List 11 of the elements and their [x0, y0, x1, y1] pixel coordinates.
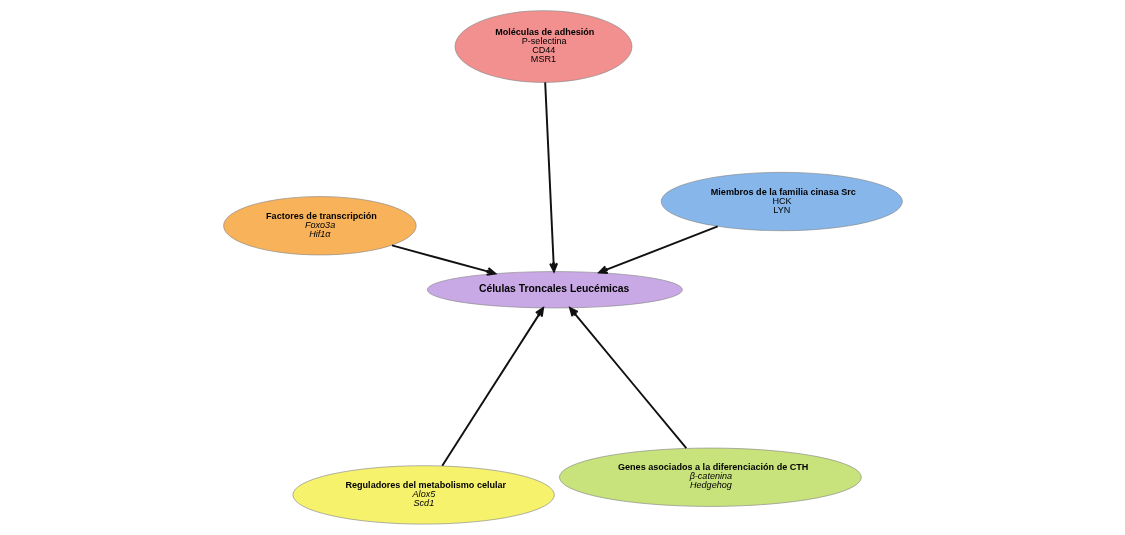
arrow — [543, 81, 558, 273]
node-ellipse: Células Troncales Leucémicas — [426, 271, 683, 309]
arrow — [390, 244, 496, 276]
node-ellipse: Reguladores del metabolismo celular Alox5 Scd1 — [292, 465, 555, 525]
node-ellipse: Factores de transcripción Foxo3a Hif1α — [222, 196, 416, 256]
node-ellipse: Genes asociados a la diferenciación de CTH β-catenina Hedgehog — [558, 447, 862, 507]
arrow — [440, 307, 544, 467]
node-ellipse: Miembros de la familia cinasa Src HCK LYN — [660, 172, 903, 232]
arrow — [568, 307, 687, 450]
node-ellipse: Moléculas de adhesión P-selectina CD44 MSR1 — [454, 10, 632, 83]
arrow — [597, 225, 719, 274]
